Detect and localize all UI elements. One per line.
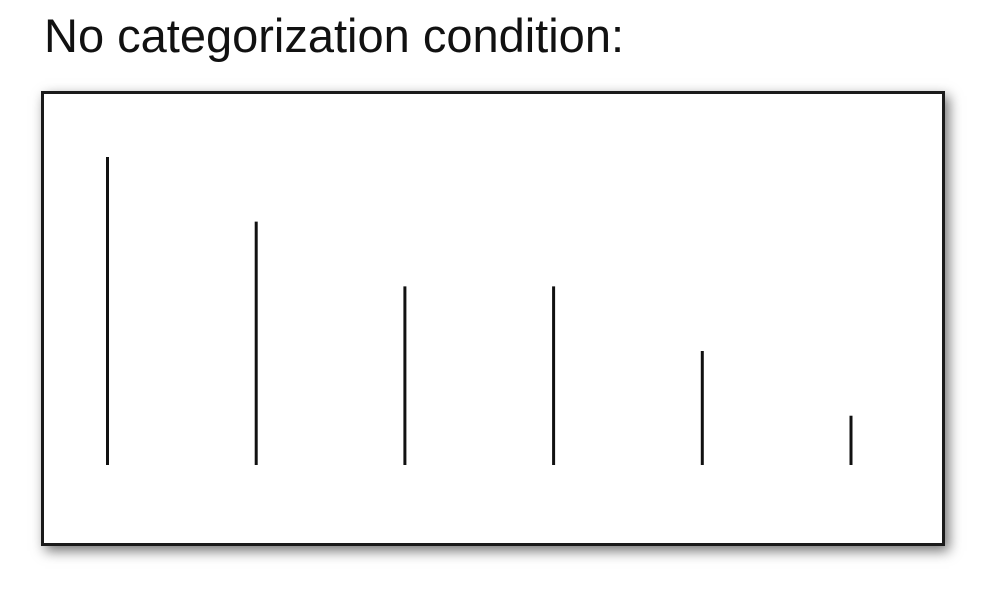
stimulus-panel [41,91,945,546]
figure-title: No categorization condition: [44,9,625,62]
